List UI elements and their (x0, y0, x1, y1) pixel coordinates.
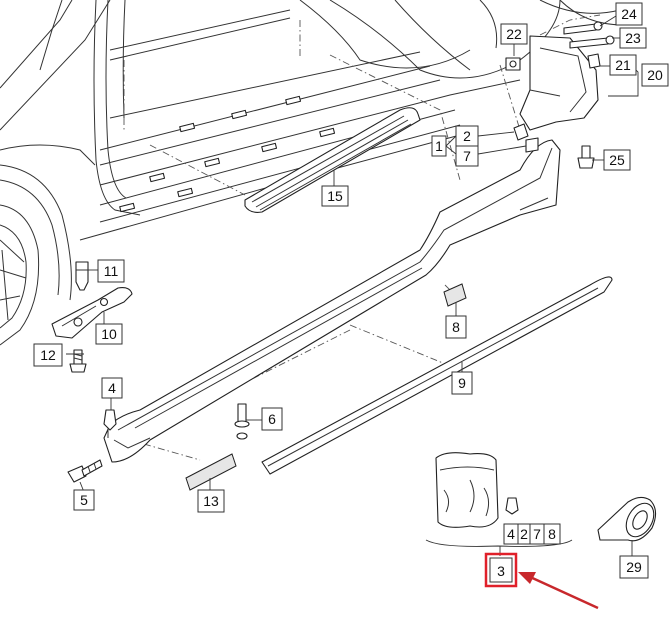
callout-20: 20 (641, 63, 669, 87)
adhesive-strip-part-13 (185, 453, 237, 491)
callout-6: 6 (261, 407, 283, 431)
vehicle-body-outline (0, 0, 641, 346)
svg-text:20: 20 (647, 67, 663, 83)
rivet-part-6 (234, 403, 250, 440)
svg-text:23: 23 (625, 30, 641, 46)
svg-text:2: 2 (463, 128, 471, 144)
svg-text:3: 3 (497, 563, 505, 579)
side-skirt-part-1 (103, 139, 561, 463)
callout-10: 10 (95, 323, 123, 345)
svg-text:8: 8 (452, 319, 460, 335)
callout-21: 21 (609, 54, 637, 76)
callout-12: 12 (33, 343, 63, 367)
svg-text:11: 11 (104, 263, 119, 279)
svg-text:7: 7 (533, 526, 541, 542)
trim-molding-part-9 (261, 276, 613, 475)
callout-5: 5 (73, 489, 95, 511)
callout-9: 9 (451, 371, 473, 395)
callout-2: 2 (455, 125, 479, 147)
sill-trim-strip-part-15 (244, 107, 421, 213)
red-pointer-arrow (518, 572, 599, 610)
screw-part-23 (569, 35, 615, 49)
screw-part-5 (67, 459, 103, 483)
tape-roll-part-29 (597, 496, 657, 542)
screw-part-25 (577, 145, 595, 169)
nut-part-21 (587, 53, 601, 69)
svg-text:22: 22 (506, 26, 522, 42)
svg-text:9: 9 (458, 375, 466, 391)
callout-1: 1 (431, 135, 447, 157)
callout-13: 13 (197, 489, 225, 513)
callout-23: 23 (619, 27, 647, 49)
leader-lines (66, 15, 639, 556)
svg-text:12: 12 (40, 347, 56, 363)
sill-slot-group (119, 95, 336, 213)
front-wheel (0, 204, 40, 346)
callout-labels: 24 22 23 21 20 2 1 7 (33, 2, 669, 588)
callout-row-4-2-7-8: 4 2 7 8 (503, 523, 561, 545)
svg-text:4: 4 (108, 380, 116, 396)
svg-text:4: 4 (507, 526, 515, 542)
callout-25: 25 (603, 149, 631, 171)
clip-part-4-left (103, 409, 117, 438)
rear-bracket-part-20 (519, 35, 599, 131)
callout-29: 29 (619, 555, 649, 579)
pad-part-8 (443, 283, 467, 307)
bolt-part-22 (505, 57, 521, 71)
svg-text:5: 5 (80, 492, 88, 508)
callout-11: 11 (97, 259, 125, 283)
callout-4-left: 4 (101, 377, 123, 399)
callout-24: 24 (615, 2, 643, 26)
callout-15: 15 (321, 185, 349, 207)
screw-part-24 (563, 21, 603, 35)
clip-part-2 (513, 123, 529, 141)
callout-7: 7 (455, 145, 479, 167)
callout-8-upper: 8 (445, 315, 467, 339)
svg-text:7: 7 (463, 148, 471, 164)
svg-text:15: 15 (327, 188, 343, 204)
clip-part-7 (525, 137, 539, 153)
repair-kit-bag-part-3 (435, 452, 519, 528)
svg-text:29: 29 (626, 559, 642, 575)
clip-part-11 (75, 261, 89, 291)
bracket-part-10 (51, 287, 133, 339)
svg-text:21: 21 (615, 57, 631, 73)
svg-text:8: 8 (548, 526, 556, 542)
callout-22: 22 (500, 23, 528, 45)
svg-text:10: 10 (101, 326, 117, 342)
svg-text:13: 13 (203, 493, 219, 509)
svg-text:6: 6 (268, 411, 276, 427)
callout-3-highlighted: 3 (484, 552, 518, 588)
svg-text:1: 1 (435, 138, 443, 154)
screw-part-12 (69, 349, 87, 373)
svg-text:25: 25 (609, 152, 625, 168)
svg-text:2: 2 (520, 526, 528, 542)
svg-text:24: 24 (621, 6, 637, 22)
